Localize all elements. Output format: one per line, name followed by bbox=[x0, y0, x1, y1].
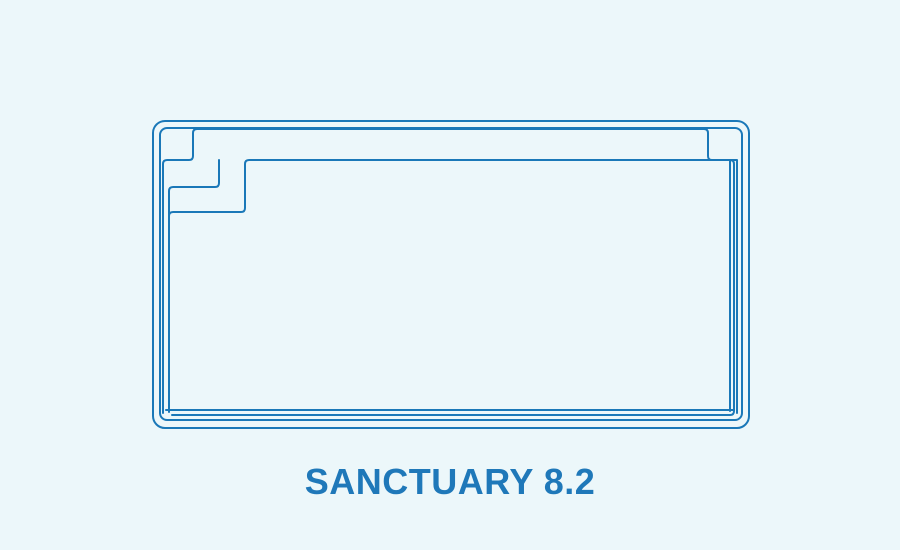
pool-outline-group bbox=[152, 120, 750, 429]
pool-model-name: SANCTUARY 8.2 bbox=[304, 461, 596, 502]
pool-outer-coping bbox=[152, 120, 750, 429]
pool-water-area bbox=[168, 159, 735, 416]
pool-inner-coping bbox=[159, 127, 743, 421]
pool-bench-outline bbox=[162, 128, 738, 414]
pool-step-upper bbox=[168, 159, 220, 217]
